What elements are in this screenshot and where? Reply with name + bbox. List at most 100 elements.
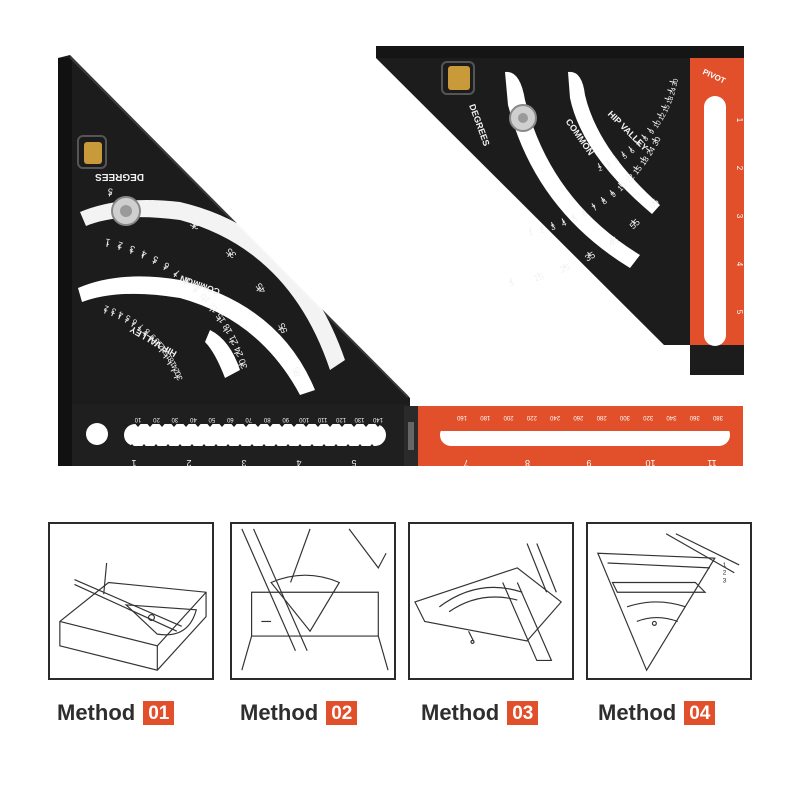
scale-label: 45: [254, 281, 268, 295]
scale-tick: [587, 251, 591, 257]
scale-label: 3: [128, 243, 136, 254]
scale-label: 7: [172, 267, 182, 278]
scale-label: 21: [227, 334, 240, 347]
scale-label: 5: [735, 310, 744, 315]
scale-tick: [625, 174, 631, 179]
scale-tick: [192, 224, 196, 230]
right-brass-screw: [448, 66, 470, 90]
scale-label: 1: [104, 237, 111, 248]
scale-label: 4: [735, 262, 744, 267]
scale-tick: [628, 146, 633, 151]
left-square-body: [58, 55, 410, 466]
orange-arm-slot: [704, 96, 726, 346]
scale-label: 70: [245, 416, 252, 422]
diagram4-label-1: 1: [723, 562, 727, 569]
method-04-caption: Method 04: [598, 700, 716, 726]
scale-label: 2: [186, 458, 191, 468]
scale-tick: [647, 127, 652, 132]
scale-label: 3: [735, 214, 744, 219]
scale-label: 1: [528, 228, 534, 238]
brass-screw: [84, 142, 102, 164]
scale-tick: [223, 328, 228, 332]
scale-label: 5: [351, 458, 356, 468]
scale-label: 2: [102, 303, 110, 313]
scale-label: 65: [291, 366, 303, 378]
scale-label: 100: [298, 416, 309, 422]
scale-label: 9: [648, 128, 656, 136]
scale-tick: [597, 163, 601, 169]
scale-label: 200: [503, 414, 514, 420]
scale-label: 2: [597, 165, 603, 173]
left-degrees-label: DEGREES: [95, 171, 144, 182]
method-02-word: Method: [240, 700, 319, 725]
scale-label: 120: [335, 416, 346, 422]
scale-tick: [192, 288, 197, 294]
scale-tick: [108, 191, 111, 197]
scale-label: 55: [276, 322, 289, 335]
scale-tick: [148, 336, 153, 342]
scale-label: 6: [162, 260, 172, 271]
scale-label: 4: [614, 158, 621, 166]
scale-tick: [173, 272, 178, 278]
scale-label: 90: [282, 416, 289, 422]
scale-tick: [163, 354, 168, 359]
scale-tick: [183, 280, 188, 285]
method-03-number: 03: [507, 701, 539, 725]
right-degree-slot: [505, 71, 640, 268]
method-01-diagram: [48, 522, 214, 680]
scale-tick: [646, 147, 651, 152]
scale-tick: [571, 213, 575, 219]
scale-label: 10: [645, 458, 655, 468]
right-common-slot: [568, 71, 660, 214]
scale-tick: [291, 371, 298, 374]
scale-label: 50: [208, 416, 215, 422]
scale-tick: [562, 263, 566, 269]
scale-label: 18: [666, 95, 675, 105]
scale-tick: [600, 196, 605, 202]
scale-label: 3: [606, 162, 613, 170]
scale-label: 7: [463, 458, 468, 468]
scale-tick: [152, 259, 156, 264]
scale-tick: [256, 287, 262, 292]
scale-tick: [137, 326, 142, 332]
scale-label: 60: [226, 416, 233, 422]
diagram4-label-2: 2: [723, 570, 727, 577]
scale-tick: [141, 253, 145, 259]
scale-tick: [667, 89, 673, 92]
product-photo: DEGREES COMMON HIP VALLEY 5152535455565 …: [58, 46, 744, 468]
scale-tick: [561, 218, 565, 224]
scale-label: 15: [214, 311, 228, 325]
diagram4-label-3: 3: [723, 577, 727, 584]
scale-label: 35: [224, 246, 238, 260]
scale-label: 110: [317, 416, 327, 422]
scale-tick: [660, 105, 666, 109]
method-03-word: Method: [421, 700, 500, 725]
scale-tick: [130, 248, 133, 254]
scale-tick: [238, 363, 244, 366]
scale-label: 9: [609, 189, 619, 199]
scale-label: 300: [619, 414, 630, 420]
method-02-diagram: [230, 522, 396, 680]
scale-label: 280: [596, 414, 607, 420]
scale-tick: [631, 220, 636, 225]
scale-label: 5: [123, 312, 132, 322]
scale-label: 130: [354, 416, 365, 422]
scale-tick: [610, 237, 614, 242]
scale-tick: [633, 166, 638, 171]
scale-label: 5: [107, 186, 114, 197]
scale-tick: [152, 203, 155, 209]
degree-slot: [80, 199, 345, 370]
scale-label: 320: [643, 414, 654, 420]
scale-tick: [118, 314, 122, 320]
hip-slot: [78, 276, 315, 395]
scale-tick: [581, 208, 586, 214]
scale-label: 5: [508, 277, 514, 288]
scale-label: 25: [188, 218, 202, 232]
method-01-word: Method: [57, 700, 136, 725]
scale-tick: [635, 140, 640, 145]
scale-tick: [163, 265, 167, 271]
scale-label: 30: [173, 370, 185, 382]
scale-tick: [591, 203, 595, 208]
